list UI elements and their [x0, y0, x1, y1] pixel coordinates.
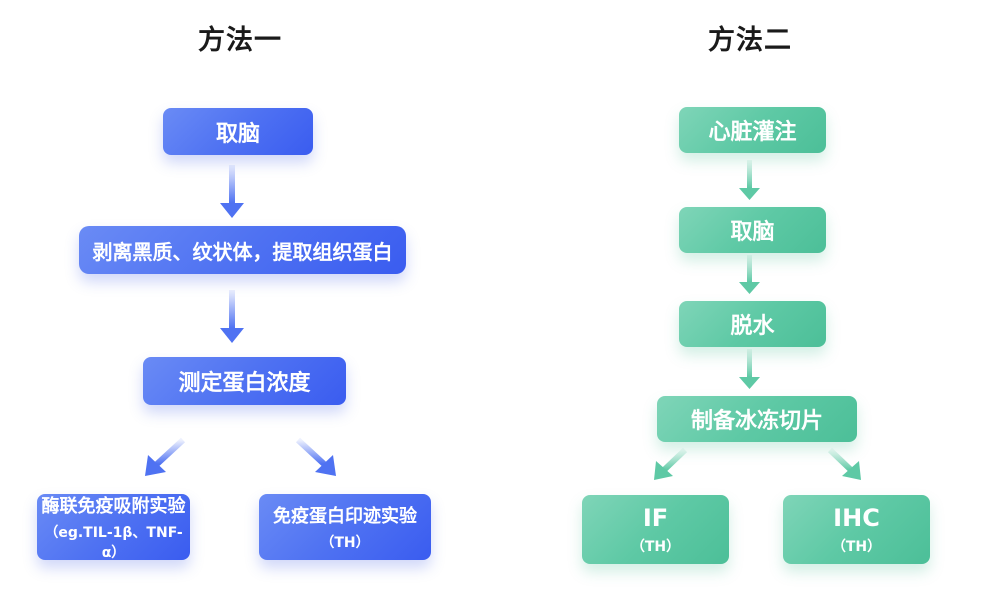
- step-cardiac-perfusion: 心脏灌注: [679, 107, 826, 153]
- branch-label: 免疫蛋白印迹实验: [273, 506, 417, 527]
- arrow-down-icon: [739, 349, 760, 389]
- arrow-down-icon: [739, 255, 760, 294]
- branch-ihc: IHC （TH）: [783, 495, 930, 564]
- step-label: 制备冰冻切片: [690, 409, 823, 434]
- step-dehydrate: 脱水: [679, 301, 826, 347]
- step-frozen-section: 制备冰冻切片: [657, 396, 857, 442]
- arrow-down-right-icon: [827, 447, 861, 480]
- arrow-down-left-icon: [145, 437, 186, 476]
- step-label: 心脏灌注: [708, 120, 797, 145]
- step-label: 测定蛋白浓度: [178, 371, 311, 396]
- branch-elisa: 酶联免疫吸附实验 （eg.TIL-1β、TNF-α）: [37, 494, 190, 561]
- branch-sub: （TH）: [630, 538, 681, 555]
- step-dissect-extract: 剥离黑质、纹状体，提取组织蛋白: [79, 226, 406, 274]
- arrow-down-icon: [739, 160, 760, 200]
- branch-western-blot: 免疫蛋白印迹实验 （TH）: [259, 494, 431, 560]
- branch-label: 酶联免疫吸附实验: [41, 496, 186, 517]
- arrow-down-icon: [220, 290, 244, 343]
- method1-title: 方法一: [198, 25, 282, 56]
- step-label: 取脑: [730, 220, 775, 245]
- branch-sub: （TH）: [831, 538, 882, 555]
- branch-label: IHC: [833, 503, 880, 532]
- step-label: 取脑: [215, 121, 260, 147]
- branch-if: IF （TH）: [582, 495, 729, 564]
- method2-title: 方法二: [708, 25, 792, 56]
- step-measure-protein: 测定蛋白浓度: [143, 357, 346, 405]
- step-take-brain: 取脑: [163, 108, 313, 155]
- step-label: 脱水: [730, 314, 775, 339]
- branch-sub: （eg.TIL-1β、TNF-α）: [44, 525, 183, 561]
- arrow-down-icon: [220, 165, 244, 218]
- step-take-brain: 取脑: [679, 207, 826, 253]
- arrow-down-right-icon: [295, 437, 336, 476]
- branch-sub: （TH）: [320, 535, 370, 551]
- arrow-down-left-icon: [654, 447, 688, 480]
- step-label: 剥离黑质、纹状体，提取组织蛋白: [92, 239, 393, 264]
- branch-label: IF: [642, 503, 669, 532]
